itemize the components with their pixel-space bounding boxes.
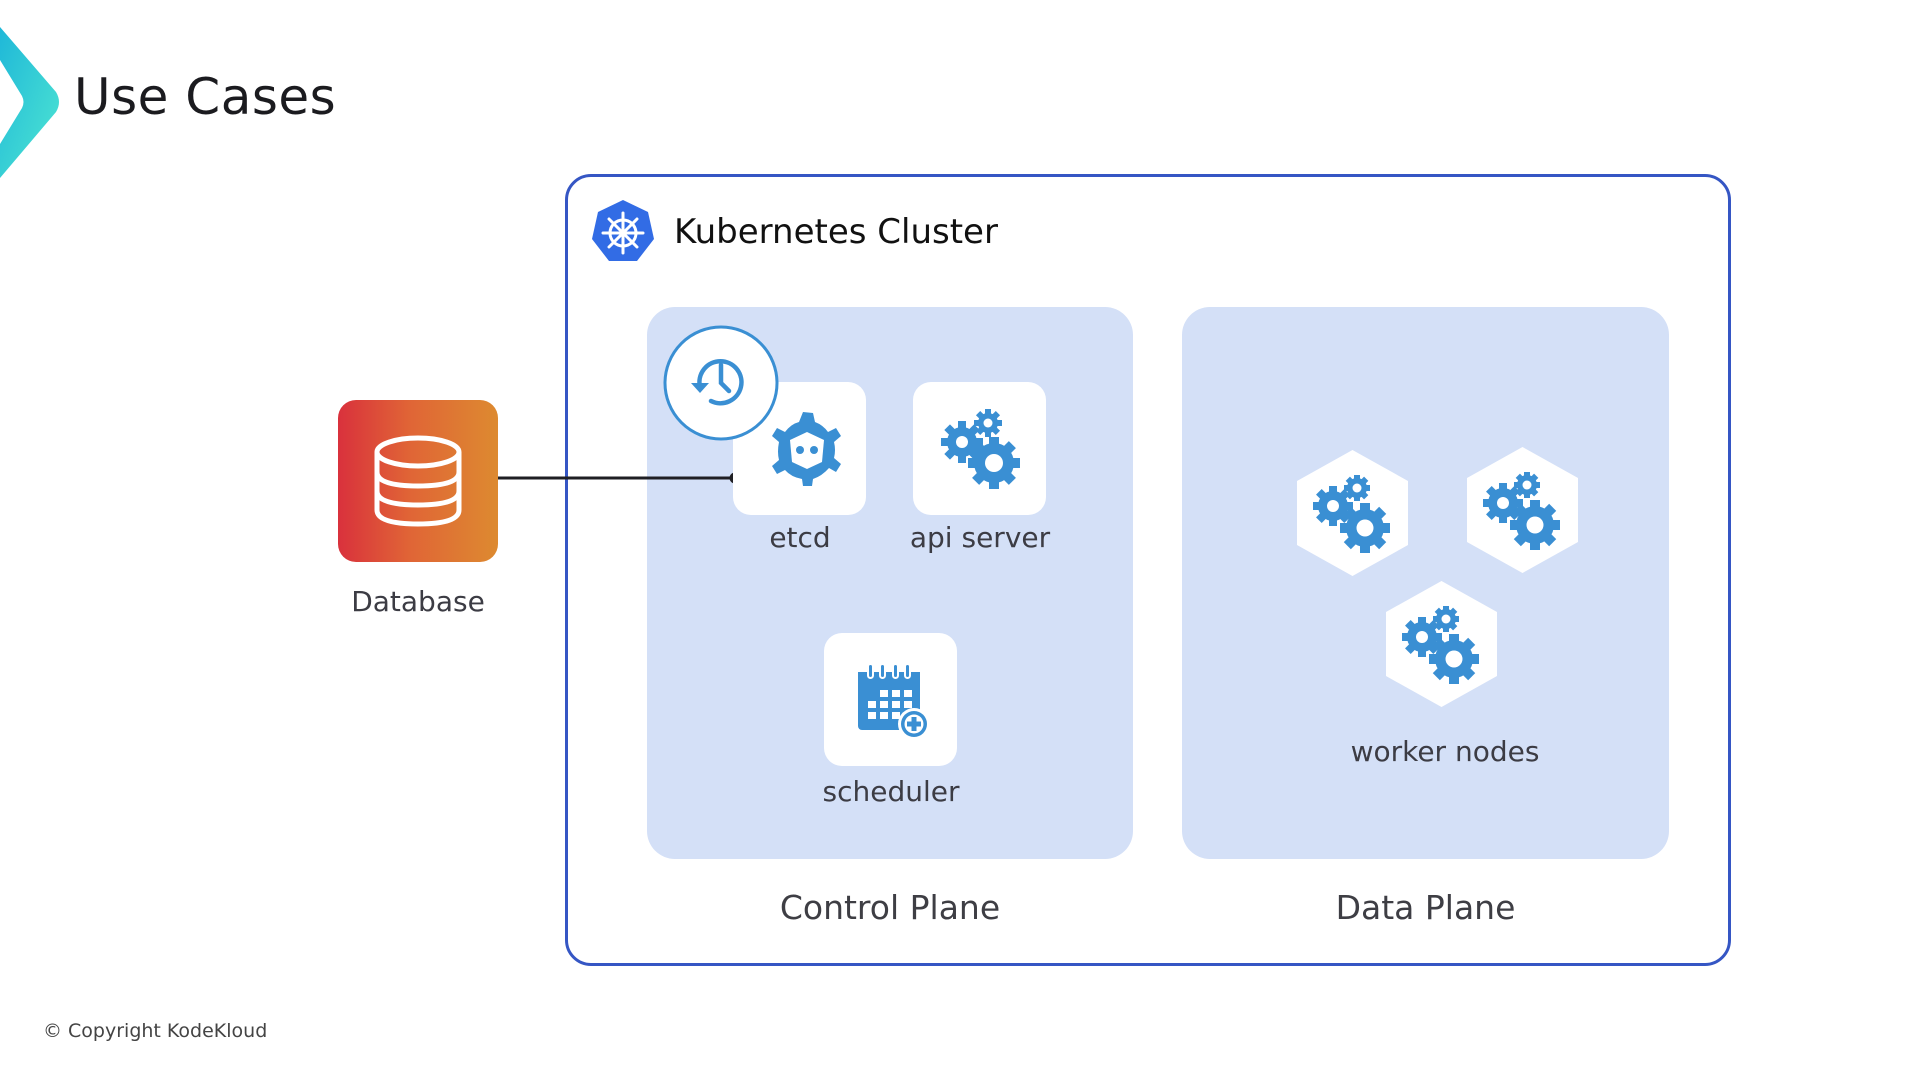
data-plane-box	[1182, 307, 1669, 859]
database-tile	[338, 400, 498, 562]
calendar-add-icon	[858, 663, 930, 740]
cluster-title: Kubernetes Cluster	[674, 212, 998, 252]
scheduler-tile	[824, 633, 957, 766]
control-plane-label: Control Plane	[779, 888, 1001, 927]
worker-node-icon	[1386, 581, 1497, 707]
database-label: Database	[351, 585, 485, 618]
kubernetes-cluster-frame	[565, 174, 1731, 966]
etcd-icon	[772, 412, 841, 486]
data-plane-label: Data Plane	[1335, 888, 1516, 927]
api-server-label: api server	[909, 521, 1051, 554]
worker-node-icon	[1297, 450, 1408, 576]
brand-chevron-icon	[0, 27, 59, 178]
page-title: Use Cases	[74, 68, 337, 126]
worker-node-icon	[1467, 447, 1578, 573]
history-icon	[663, 325, 779, 441]
copyright-footer: © Copyright KodeKloud	[43, 1020, 268, 1042]
api-server-tile	[913, 382, 1046, 515]
scheduler-label: scheduler	[822, 775, 960, 808]
worker-nodes-label: worker nodes	[1350, 735, 1540, 768]
database-icon	[374, 435, 462, 527]
etcd-label: etcd	[769, 521, 831, 554]
gears-icon	[941, 409, 1020, 489]
kubernetes-logo-icon	[592, 200, 654, 261]
etcd-tile	[733, 382, 866, 515]
